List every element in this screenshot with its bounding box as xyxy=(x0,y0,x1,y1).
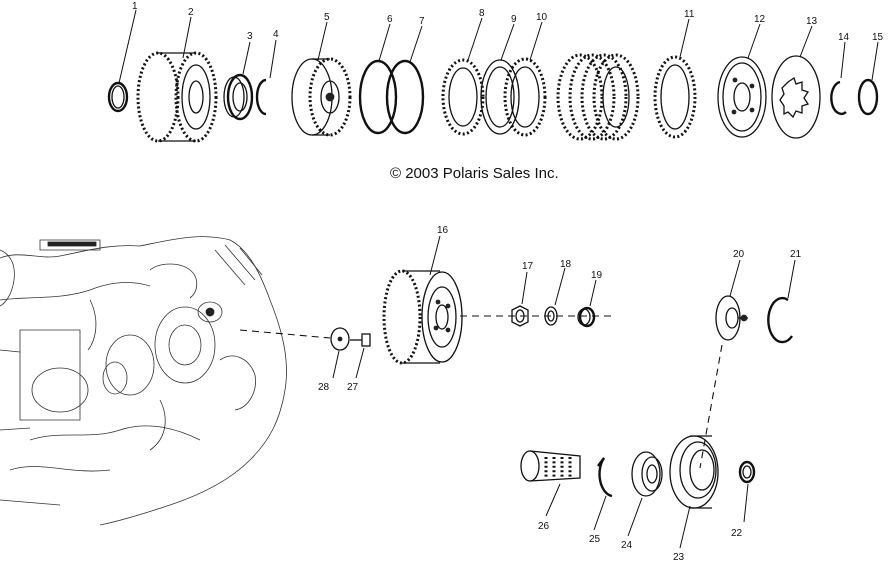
callout-15: 15 xyxy=(872,32,884,43)
part-18-washer xyxy=(544,306,558,326)
callout-13: 13 xyxy=(806,16,818,27)
part-26-shaft xyxy=(520,450,581,482)
part-21-ring xyxy=(767,296,793,344)
callout-labels: 1 2 3 4 5 6 7 8 9 10 11 12 13 14 15 16 1… xyxy=(132,1,884,563)
part-1-snap-ring xyxy=(107,81,129,113)
part-3-bearing xyxy=(223,73,254,121)
part-12-pressure-plate xyxy=(717,56,767,138)
part-11-friction-plate xyxy=(653,55,697,139)
callout-18: 18 xyxy=(560,259,572,270)
part-17-nut xyxy=(511,305,529,327)
callout-16: 16 xyxy=(437,225,449,236)
top-parts-row xyxy=(107,51,879,143)
clutch-plate-stack xyxy=(556,53,640,141)
callout-24: 24 xyxy=(621,540,633,551)
callout-2: 2 xyxy=(188,7,194,18)
part-25-snap-ring xyxy=(597,457,613,498)
part-4-ring xyxy=(255,78,267,116)
callout-22: 22 xyxy=(731,528,743,539)
part-6-ring xyxy=(358,59,398,135)
part-13-spline-washer xyxy=(771,55,821,139)
part-14-ring xyxy=(830,80,847,116)
part-23-housing xyxy=(669,435,719,509)
callout-26: 26 xyxy=(538,521,550,532)
callout-25: 25 xyxy=(589,534,601,545)
callout-9: 9 xyxy=(511,14,517,25)
part-20-flange xyxy=(715,295,748,341)
callout-11: 11 xyxy=(684,9,695,20)
part-22-ring xyxy=(738,460,756,484)
callout-8: 8 xyxy=(479,8,485,19)
callout-17: 17 xyxy=(522,261,534,272)
callout-10: 10 xyxy=(536,12,548,23)
callout-5: 5 xyxy=(324,12,330,23)
callout-6: 6 xyxy=(387,14,393,25)
callout-27: 27 xyxy=(347,382,359,393)
part-27-screw xyxy=(350,333,371,347)
callout-14: 14 xyxy=(838,32,850,43)
right-assembly xyxy=(520,295,793,509)
top-leader-lines xyxy=(118,9,879,84)
engine-case-illustration xyxy=(0,236,287,526)
part-2-clutch-gear xyxy=(136,51,218,143)
callout-4: 4 xyxy=(273,29,279,40)
callout-23: 23 xyxy=(673,552,685,563)
part-24-bearing xyxy=(631,451,663,497)
callout-12: 12 xyxy=(754,14,766,25)
part-10-friction-plate xyxy=(503,57,547,137)
part-15-ring xyxy=(857,78,879,116)
part-5-clutch-hub xyxy=(291,57,352,137)
callout-3: 3 xyxy=(247,31,253,42)
callout-28: 28 xyxy=(318,382,330,393)
callout-1: 1 xyxy=(132,1,138,12)
part-19-bearing xyxy=(577,306,596,328)
part-28-washer xyxy=(330,327,350,351)
callout-7: 7 xyxy=(419,16,425,27)
part-8-friction-plate xyxy=(441,58,485,136)
part-9-steel-plate xyxy=(480,59,520,135)
part-16-clutch-assembly xyxy=(382,269,463,365)
center-leader-lines xyxy=(332,235,597,379)
center-assembly xyxy=(239,269,612,365)
callout-19: 19 xyxy=(591,270,603,281)
callout-20: 20 xyxy=(733,249,745,260)
right-leader-lines xyxy=(545,259,796,549)
callout-21: 21 xyxy=(790,249,802,260)
copyright-notice: © 2003 Polaris Sales Inc. xyxy=(390,165,559,182)
part-7-ring xyxy=(385,59,425,135)
